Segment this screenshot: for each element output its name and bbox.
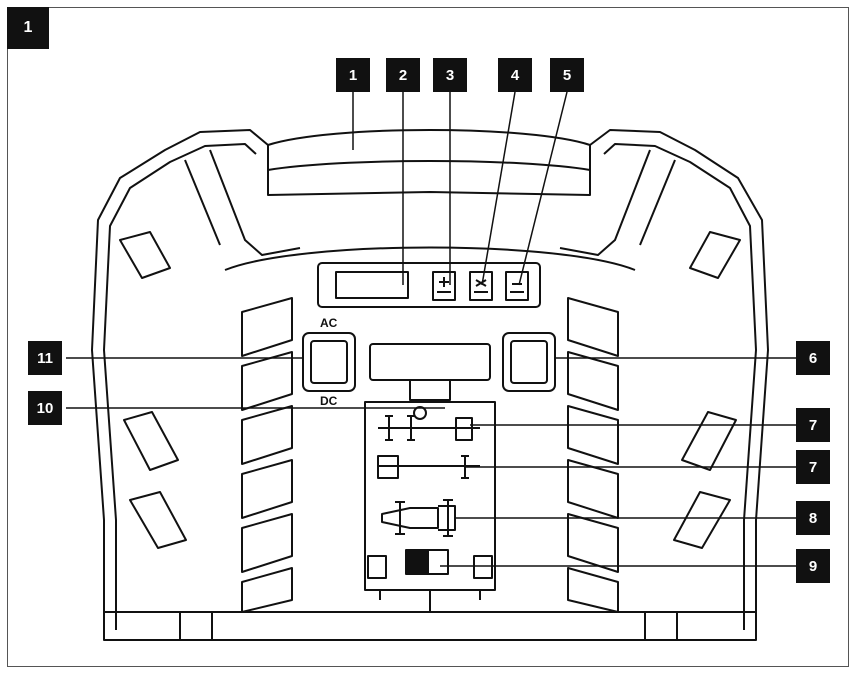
callout-1: 1 — [336, 58, 370, 92]
connector-panel — [364, 401, 496, 591]
display-panel — [317, 262, 541, 308]
callout-7b: 7 — [796, 450, 830, 484]
display-screen — [335, 271, 409, 299]
callout-9: 9 — [796, 549, 830, 583]
handle-outline — [267, 129, 591, 146]
callout-4: 4 — [498, 58, 532, 92]
plus-button-icon — [432, 271, 456, 301]
minus-button-icon — [505, 271, 529, 301]
figure-number-badge: 1 — [7, 7, 49, 49]
ac-label: AC — [320, 316, 338, 330]
callout-11: 11 — [28, 341, 62, 375]
callout-7a: 7 — [796, 408, 830, 442]
clamp-diagram-icon — [378, 415, 480, 441]
power-button — [502, 332, 556, 392]
dc-label: DC — [320, 394, 338, 408]
callout-2: 2 — [386, 58, 420, 92]
charger-body-outline — [91, 129, 769, 641]
callout-6: 6 — [796, 341, 830, 375]
callout-3: 3 — [433, 58, 467, 92]
fan-button-icon — [469, 271, 493, 301]
callout-8: 8 — [796, 501, 830, 535]
callout-5: 5 — [550, 58, 584, 92]
figure-frame — [7, 7, 849, 667]
plug-diagram-icon — [381, 499, 456, 537]
center-knob — [369, 343, 491, 381]
callout-10: 10 — [28, 391, 62, 425]
ac-switch-button — [302, 332, 356, 392]
